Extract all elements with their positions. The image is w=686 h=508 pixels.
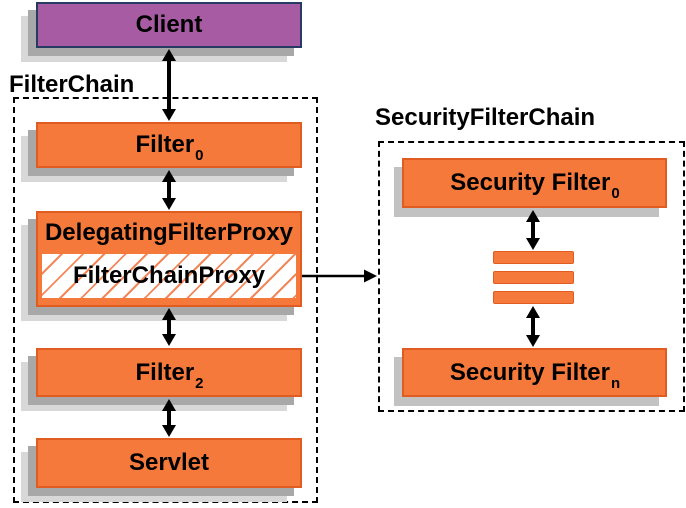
filter0-label: Filter0: [135, 131, 204, 165]
servlet-label: Servlet: [128, 449, 210, 476]
filter-chain-proxy-label: FilterChainProxy: [72, 262, 266, 289]
security-filter0-label: Security Filter0: [450, 169, 620, 203]
ellipsis-bar: [493, 251, 574, 264]
filter2-node: Filter2: [36, 348, 302, 397]
security-filtern-node: Security Filtern: [402, 348, 667, 397]
securityfilterchain-container: [378, 141, 685, 412]
delegating-filter-proxy-node: DelegatingFilterProxy FilterChainProxy: [36, 211, 302, 307]
filterchain-title: FilterChain: [9, 71, 135, 98]
client-label: Client: [135, 11, 203, 38]
filterchain-container: [13, 97, 318, 503]
delegating-filter-proxy-label: DelegatingFilterProxy: [44, 218, 294, 246]
security-filtern-label: Security Filtern: [449, 358, 621, 392]
filter0-subscript: 0: [195, 147, 204, 165]
filter2-subscript: 2: [195, 374, 204, 392]
client-node: Client: [36, 2, 302, 48]
filter0-node: Filter0: [36, 122, 302, 168]
securityfilterchain-title: SecurityFilterChain: [375, 104, 596, 131]
filter2-label: Filter2: [135, 358, 204, 392]
servlet-node: Servlet: [36, 438, 302, 488]
security-filter0-node: Security Filter0: [402, 158, 667, 208]
security-filtern-subscript: n: [610, 374, 621, 392]
ellipsis-bar: [493, 291, 574, 304]
filter-chain-proxy-node: FilterChainProxy: [40, 252, 298, 300]
ellipsis-bar: [493, 271, 574, 284]
security-filter0-subscript: 0: [611, 185, 620, 203]
